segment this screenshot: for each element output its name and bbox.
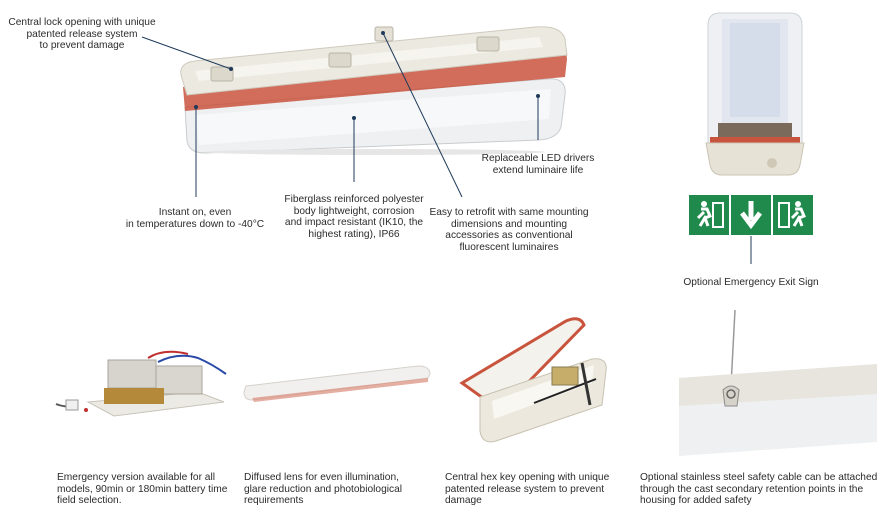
callout-line: and impact resistant (IK10, the bbox=[284, 217, 424, 228]
diffused-lens-image bbox=[242, 360, 434, 406]
callout-fiberglass: Fiberglass reinforced polyester body lig… bbox=[266, 194, 442, 240]
caption-line: Emergency version available for all bbox=[57, 472, 215, 483]
caption-diffused: Diffused lens for even illumination, gla… bbox=[244, 472, 434, 507]
caption-line: damage bbox=[445, 495, 482, 506]
caption-line: Optional stainless steel safety cable ca… bbox=[640, 472, 878, 483]
main-luminaire-image bbox=[175, 15, 575, 155]
caption-cable: Optional stainless steel safety cable ca… bbox=[640, 472, 885, 507]
callout-line: Optional Emergency Exit Sign bbox=[683, 277, 819, 288]
callout-line: fluorescent luminaires bbox=[459, 241, 559, 253]
caption-hex-key: Central hex key opening with unique pate… bbox=[445, 472, 635, 507]
callout-line: in temperatures down to -40°C bbox=[125, 218, 265, 230]
callout-line: highest rating), IP66 bbox=[308, 228, 400, 240]
exit-sign-image bbox=[688, 194, 814, 236]
caption-emergency: Emergency version available for all mode… bbox=[57, 472, 242, 507]
caption-line: requirements bbox=[244, 495, 304, 506]
callout-instant-on: Instant on, even in temperatures down to… bbox=[120, 207, 270, 230]
open-luminaire-image bbox=[456, 313, 612, 449]
callout-exit-sign: Optional Emergency Exit Sign bbox=[676, 277, 826, 289]
callout-line: body lightweight, corrosion bbox=[293, 205, 415, 217]
caption-line: housing for added safety bbox=[640, 495, 752, 506]
callout-line: Fiberglass reinforced polyester bbox=[284, 194, 424, 205]
callout-line: Easy to retrofit with same mounting bbox=[429, 207, 589, 218]
caption-line: glare reduction and photobiological bbox=[244, 483, 403, 495]
callout-line: dimensions and mounting bbox=[450, 218, 568, 230]
callout-led-drivers: Replaceable LED drivers extend luminaire… bbox=[478, 153, 598, 176]
luminaire-side-view-image bbox=[700, 5, 810, 185]
callout-retrofit: Easy to retrofit with same mounting dime… bbox=[424, 207, 594, 253]
caption-line: patented release system to prevent bbox=[445, 483, 605, 495]
callout-central-lock: Central lock opening with unique patente… bbox=[4, 17, 160, 52]
emergency-kit-image bbox=[48, 348, 238, 428]
safety-cable-image bbox=[677, 306, 877, 456]
callout-line: extend luminaire life bbox=[492, 164, 584, 176]
callout-line: Instant on, even bbox=[158, 207, 232, 218]
caption-line: Diffused lens for even illumination, bbox=[244, 472, 399, 483]
callout-line: to prevent damage bbox=[39, 40, 125, 51]
callout-line: Replaceable LED drivers bbox=[481, 153, 595, 164]
caption-line: models, 90min or 180min battery time bbox=[57, 483, 228, 495]
callout-line: patented release system bbox=[26, 28, 138, 40]
callout-line: accessories as conventional bbox=[445, 230, 573, 241]
caption-line: Central hex key opening with unique bbox=[445, 472, 610, 483]
caption-line: field selection. bbox=[57, 495, 122, 506]
caption-line: through the cast secondary retention poi… bbox=[640, 483, 864, 495]
callout-line: Central lock opening with unique bbox=[8, 17, 156, 28]
